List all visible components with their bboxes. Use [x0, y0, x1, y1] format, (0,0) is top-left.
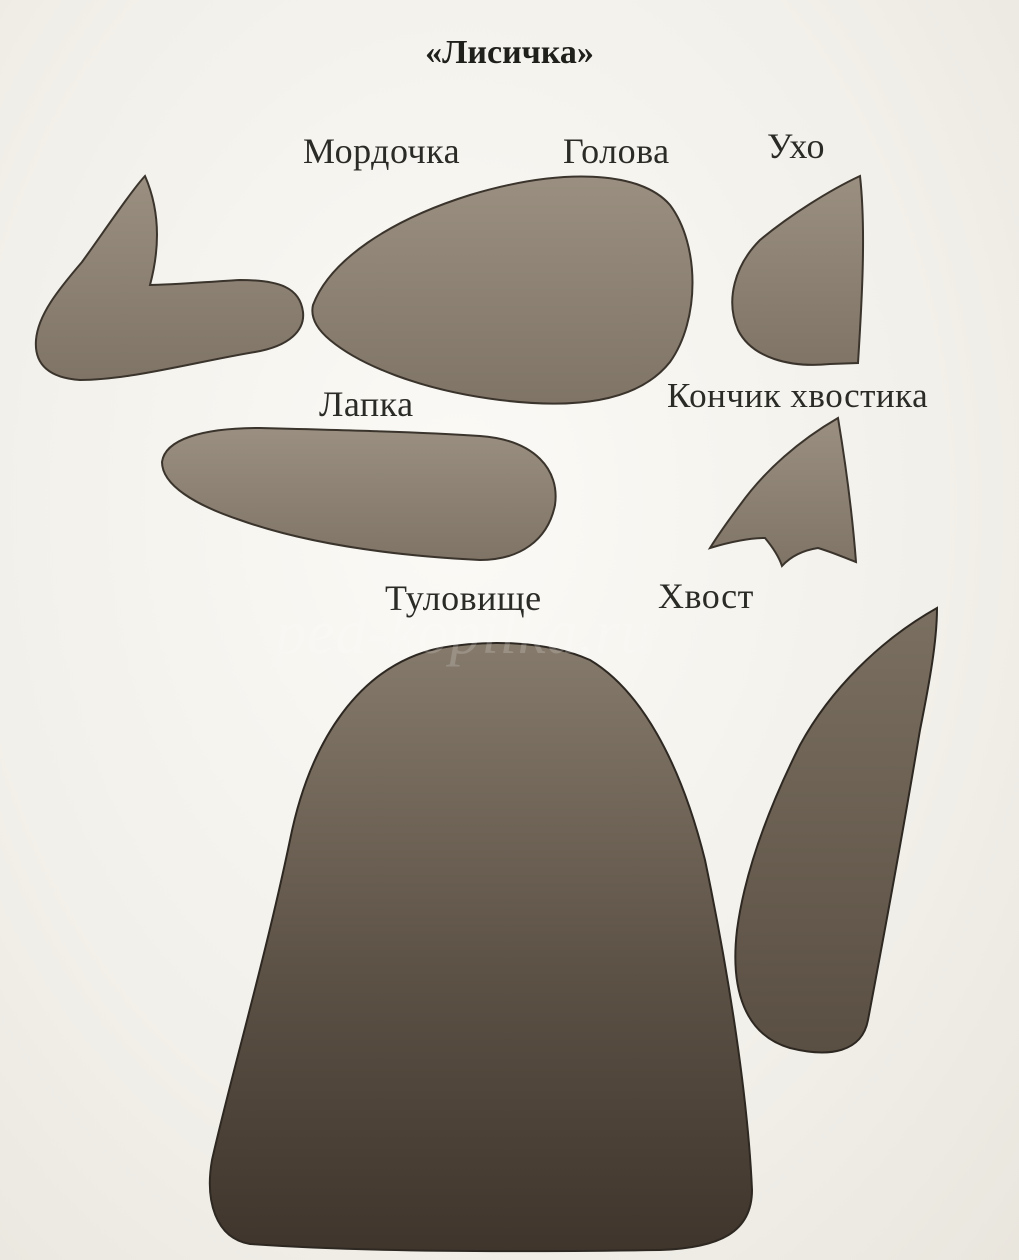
- label-head: Голова: [563, 133, 670, 169]
- tail-tip-piece: [710, 418, 856, 566]
- muzzle-piece: [36, 176, 303, 380]
- paw-piece: [162, 428, 556, 560]
- head-piece: [312, 177, 692, 404]
- label-ear: Ухо: [767, 128, 825, 164]
- label-tail: Хвост: [658, 578, 754, 614]
- watermark-text: ped-kopilka.ru: [275, 598, 652, 669]
- body-piece: [210, 643, 752, 1251]
- label-muzzle: Мордочка: [303, 133, 460, 169]
- page-title: «Лисичка»: [0, 34, 1019, 72]
- ear-piece: [732, 176, 863, 365]
- label-paw: Лапка: [319, 386, 414, 422]
- label-tail-tip: Кончик хвостика: [667, 378, 928, 413]
- tail-piece: [735, 608, 937, 1052]
